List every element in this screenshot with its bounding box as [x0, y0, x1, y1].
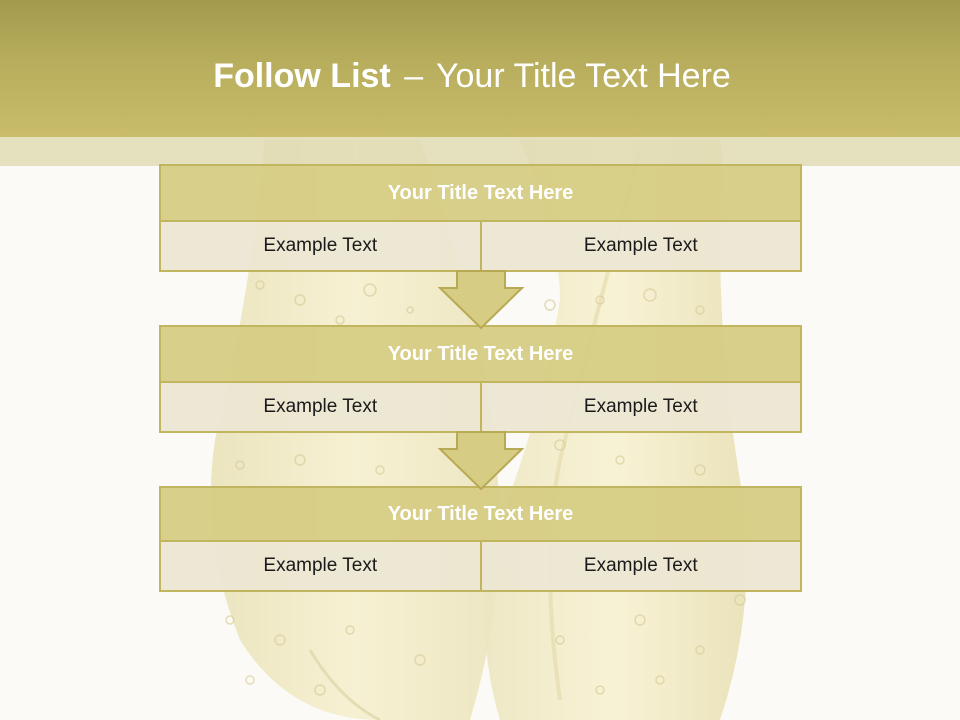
header-strip: [0, 137, 960, 166]
block-cell: Example Text: [161, 542, 480, 590]
down-arrow-icon: [438, 431, 524, 491]
list-block-1: Your Title Text Here Example Text Exampl…: [159, 164, 802, 272]
block-row: Example Text Example Text: [159, 383, 802, 433]
title-bold: Follow List: [213, 57, 391, 95]
block-cell: Example Text: [479, 222, 800, 270]
list-block-3: Your Title Text Here Example Text Exampl…: [159, 486, 802, 592]
block-cell: Example Text: [161, 383, 480, 431]
block-title: Your Title Text Here: [159, 325, 802, 383]
title-rest: Your Title Text Here: [435, 57, 731, 95]
block-title: Your Title Text Here: [159, 486, 802, 542]
block-cell: Example Text: [479, 542, 800, 590]
title-separator: –: [404, 57, 424, 95]
block-cell: Example Text: [479, 383, 800, 431]
block-title: Your Title Text Here: [159, 164, 802, 222]
down-arrow-icon: [438, 270, 524, 330]
header-band: Follow List – Your Title Text Here: [0, 0, 960, 137]
block-cell: Example Text: [161, 222, 480, 270]
block-row: Example Text Example Text: [159, 222, 802, 272]
slide-title: Follow List – Your Title Text Here: [0, 56, 944, 96]
list-block-2: Your Title Text Here Example Text Exampl…: [159, 325, 802, 433]
block-row: Example Text Example Text: [159, 542, 802, 592]
